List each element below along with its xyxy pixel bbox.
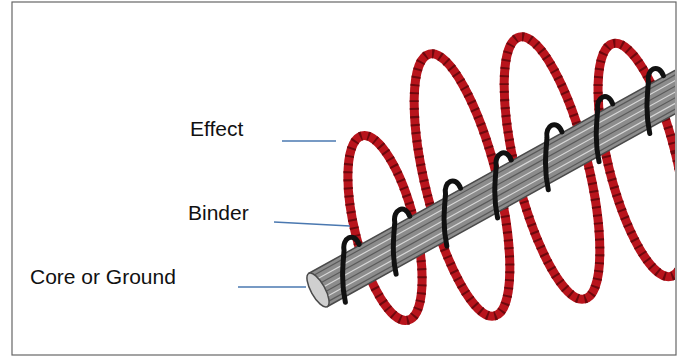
- frame: [12, 2, 676, 355]
- binder-wrap: [370, 207, 432, 274]
- binder-wrap: [471, 151, 533, 218]
- core-fibre: [327, 80, 675, 302]
- core-fibre: [322, 71, 675, 293]
- leader-line: [282, 140, 336, 141]
- binder-wrap: [572, 94, 634, 161]
- effect-twist: [580, 35, 675, 284]
- binder-wrap: [420, 179, 482, 246]
- part-label: Binder: [188, 200, 249, 225]
- effect-loop: [580, 35, 675, 284]
- part-label: Core or Ground: [30, 264, 176, 289]
- core-fibre: [312, 54, 675, 276]
- leader-line: [238, 286, 306, 287]
- core-fibre: [325, 76, 675, 298]
- core-fibre: [320, 67, 675, 289]
- leader-line: [274, 222, 350, 226]
- binder-wrap: [522, 122, 584, 189]
- core-rod: [297, 38, 675, 314]
- binder-wrap: [623, 66, 675, 133]
- binder-wrap: [674, 38, 675, 105]
- core-fibre: [315, 58, 675, 280]
- leader-lines: [238, 141, 350, 287]
- core-fibre: [317, 63, 675, 285]
- binder-wrap: [319, 235, 381, 302]
- binder-yarn: [319, 38, 675, 302]
- part-label: Effect: [190, 116, 243, 141]
